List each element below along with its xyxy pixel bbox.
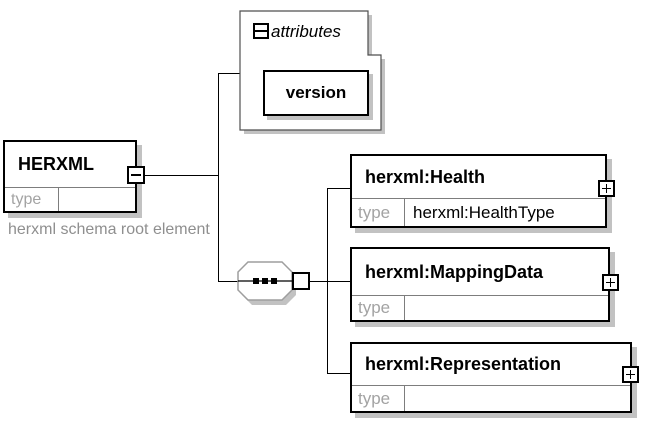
element-name: herxml:Health [365, 166, 486, 187]
type-label: type [352, 386, 405, 411]
connector-line [310, 281, 350, 282]
expand-icon-mappingdata[interactable] [602, 274, 619, 291]
type-value: herxml:HealthType [413, 202, 555, 222]
sequence-dot [262, 278, 268, 284]
connector-line [143, 175, 218, 176]
type-row: type [352, 295, 608, 320]
type-value [405, 296, 608, 320]
sequence-handle-icon[interactable] [292, 272, 310, 290]
connector-line [218, 73, 241, 74]
type-value [405, 386, 630, 411]
element-box-mappingdata[interactable]: herxml:MappingData type [350, 247, 610, 322]
type-row: type herxml:HealthType [352, 198, 605, 226]
connector-line [327, 188, 350, 189]
element-annotation: herxml schema root element [8, 221, 210, 238]
connector-line [327, 373, 350, 374]
collapse-icon-herxml[interactable] [127, 166, 145, 184]
attribute-box-version[interactable]: version [263, 70, 369, 116]
type-label: type [5, 188, 59, 211]
attributes-collapse-icon[interactable] [253, 23, 269, 39]
type-value [59, 188, 135, 211]
expand-icon-health[interactable] [598, 180, 615, 197]
expand-icon-representation[interactable] [622, 366, 639, 383]
element-box-health[interactable]: herxml:Health type herxml:HealthType [350, 154, 607, 228]
element-name: HERXML [18, 154, 94, 174]
element-name: herxml:Representation [365, 354, 562, 374]
element-box-representation[interactable]: herxml:Representation type [350, 342, 632, 413]
connector-line [327, 188, 328, 374]
type-row: type [352, 385, 630, 411]
sequence-dot [253, 278, 259, 284]
sequence-dot [271, 278, 277, 284]
type-label: type [352, 296, 405, 320]
sequence-compositor-icon[interactable] [230, 256, 302, 310]
type-row: type [5, 187, 135, 211]
attribute-name: version [285, 83, 347, 102]
element-box-herxml-root[interactable]: HERXML type [3, 140, 137, 213]
connector-line [218, 73, 219, 282]
connector-line [218, 281, 240, 282]
element-name: herxml:MappingData [365, 261, 544, 282]
attributes-group-label: attributes [271, 22, 341, 41]
type-label: type [352, 199, 405, 226]
